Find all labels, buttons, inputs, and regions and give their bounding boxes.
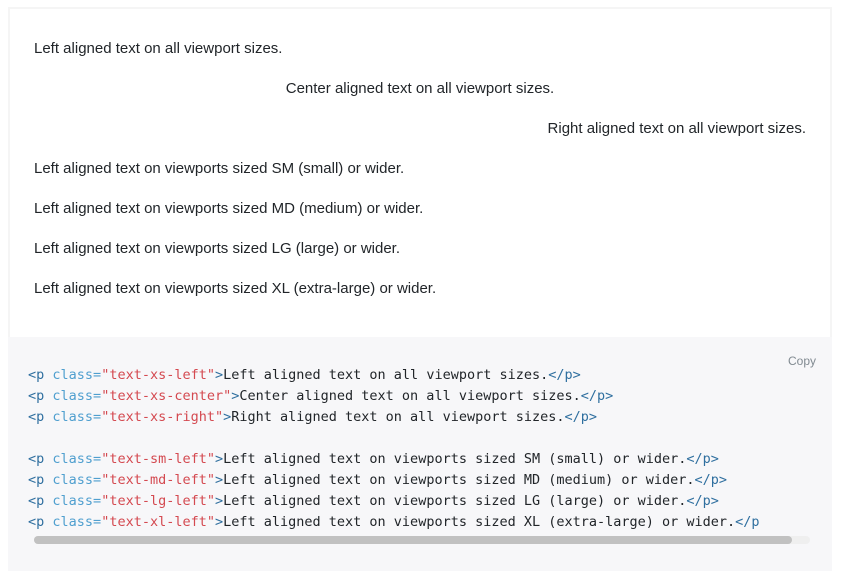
code-bracket: > (231, 388, 240, 404)
code-bracket: > (214, 514, 224, 530)
code-open-tag: <p (28, 388, 45, 404)
code-class-value: "text-lg-left" (101, 493, 215, 509)
code-blank-line (28, 428, 808, 449)
code-text: Right aligned text on all viewport sizes… (231, 409, 565, 425)
code-bracket: > (214, 493, 224, 509)
code-bracket: > (214, 367, 224, 383)
lg-left-aligned-text: Left aligned text on viewports sized LG … (34, 240, 401, 257)
code-text: Left aligned text on viewports sized SM … (223, 451, 687, 467)
code-line: <p class="text-xs-left">Left aligned tex… (28, 365, 808, 386)
code-text: Left aligned text on viewports sized LG … (223, 493, 687, 509)
code-open-tag: <p (28, 409, 45, 425)
code-end-tag: </p> (548, 367, 581, 383)
code-viewport[interactable]: <p class="text-xs-left">Left aligned tex… (28, 365, 808, 535)
code-line: <p class="text-sm-left">Left aligned tex… (28, 449, 808, 470)
horizontal-scrollbar[interactable] (34, 536, 810, 544)
code-text: Left aligned text on viewports sized XL … (223, 514, 736, 530)
example-preview: Left aligned text on all viewport sizes.… (8, 7, 832, 337)
code-line: <p class="text-xl-left">Left aligned tex… (28, 512, 808, 533)
code-end-tag: </p> (564, 409, 598, 425)
code-open-tag: <p (28, 451, 45, 467)
code-attr-name: class= (52, 451, 102, 467)
code-line: <p class="text-md-left">Left aligned tex… (28, 470, 808, 491)
code-class-value: "text-md-left" (101, 472, 215, 488)
code-line: <p class="text-xs-right">Right aligned t… (28, 407, 808, 428)
scrollbar-thumb[interactable] (34, 536, 792, 544)
code-attr-name: class= (52, 514, 102, 530)
code-class-value: "text-xs-center" (101, 388, 232, 404)
code-bracket: > (214, 451, 224, 467)
right-aligned-text: Right aligned text on all viewport sizes… (547, 120, 806, 137)
code-open-tag: <p (28, 514, 45, 530)
code-listing: <p class="text-xs-left">Left aligned tex… (28, 365, 808, 533)
code-end-tag: </p> (580, 388, 614, 404)
code-end-tag: </p> (686, 493, 719, 509)
code-line: <p class="text-lg-left">Left aligned tex… (28, 491, 808, 512)
code-text: Left aligned text on all viewport sizes. (223, 367, 549, 383)
center-aligned-text: Center aligned text on all viewport size… (285, 80, 555, 97)
code-end-tag-cut: </p (735, 514, 760, 530)
code-attr-name: class= (52, 409, 102, 425)
xl-left-aligned-text: Left aligned text on viewports sized XL … (34, 280, 437, 297)
code-attr-name: class= (52, 493, 102, 509)
code-end-tag: </p> (694, 472, 728, 488)
code-attr-name: class= (52, 388, 102, 404)
md-left-aligned-text: Left aligned text on viewports sized MD … (34, 200, 424, 217)
code-block: Copy <p class="text-xs-left">Left aligne… (8, 337, 832, 571)
sm-left-aligned-text: Left aligned text on viewports sized SM … (34, 160, 405, 177)
code-attr-name: class= (52, 472, 102, 488)
copy-button[interactable]: Copy (787, 354, 816, 368)
code-open-tag: <p (28, 493, 45, 509)
code-line: <p class="text-xs-center">Center aligned… (28, 386, 808, 407)
code-class-value: "text-xs-left" (101, 367, 215, 383)
code-open-tag: <p (28, 472, 45, 488)
code-end-tag: </p> (686, 451, 719, 467)
code-text: Center aligned text on all viewport size… (239, 388, 581, 404)
code-class-value: "text-xl-left" (101, 514, 215, 530)
code-class-value: "text-xs-right" (101, 409, 224, 425)
code-bracket: > (223, 409, 232, 425)
code-class-value: "text-sm-left" (101, 451, 215, 467)
code-attr-name: class= (52, 367, 102, 383)
code-open-tag: <p (28, 367, 45, 383)
code-text: Left aligned text on viewports sized MD … (223, 472, 695, 488)
code-bracket: > (214, 472, 224, 488)
left-aligned-text: Left aligned text on all viewport sizes. (34, 40, 283, 57)
